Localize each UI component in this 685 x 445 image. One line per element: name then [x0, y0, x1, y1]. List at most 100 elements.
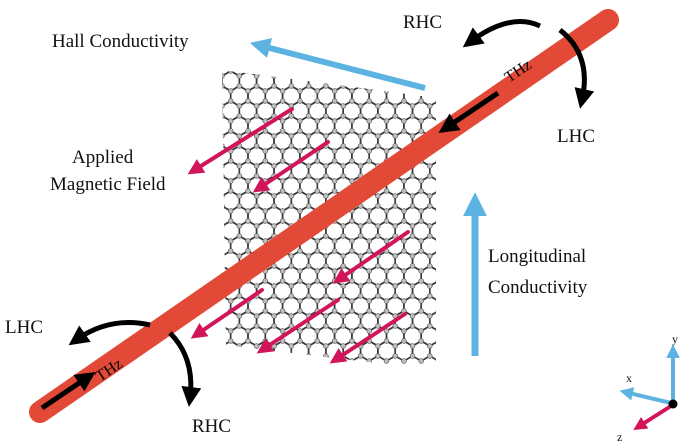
- lattice-atom: [375, 353, 381, 359]
- lattice-atom: [366, 248, 372, 254]
- lattice-atom: [222, 253, 225, 259]
- lattice-atom: [297, 278, 303, 284]
- lattice-atom: [314, 238, 320, 244]
- lattice-atom: [349, 308, 355, 314]
- lattice-atom: [375, 263, 381, 269]
- lattice-atom: [323, 323, 329, 329]
- lattice-atom: [427, 263, 433, 269]
- lattice-atom: [445, 324, 450, 329]
- lattice-atom: [384, 59, 389, 64]
- lattice-atom: [331, 70, 338, 74]
- lattice-atom: [305, 103, 312, 109]
- lattice-atom: [297, 128, 303, 134]
- lattice-atom: [340, 343, 346, 349]
- beam-body: [29, 9, 619, 423]
- lattice-atom: [445, 104, 450, 109]
- lattice-atom: [392, 103, 398, 109]
- lattice-atom: [383, 238, 390, 244]
- lattice-atom: [211, 89, 216, 94]
- lattice-atom: [392, 223, 398, 229]
- rhc-label-bottom: RHC: [192, 416, 231, 437]
- lattice-atom: [427, 343, 433, 349]
- lattice-atom: [323, 263, 329, 269]
- lattice-atom: [357, 233, 364, 239]
- lattice-atom: [383, 268, 390, 274]
- lattice-atom: [392, 323, 398, 329]
- lattice-atom: [253, 133, 260, 139]
- lattice-atom: [297, 248, 303, 254]
- lattice-atom: [228, 298, 234, 304]
- lattice-atom: [383, 338, 390, 344]
- lattice-atom: [366, 128, 372, 134]
- lattice-atom: [323, 343, 329, 349]
- lattice-atom: [435, 298, 436, 304]
- lattice-atom: [331, 188, 338, 194]
- lattice-atom: [349, 218, 355, 224]
- lattice-atom: [435, 308, 436, 314]
- lattice-atom: [445, 204, 450, 209]
- lattice-atom: [349, 98, 355, 104]
- beam-direction-arrow-bottom: [40, 371, 96, 411]
- lattice-atom: [427, 323, 433, 329]
- lattice-atom: [366, 98, 372, 104]
- lattice-atom: [435, 70, 436, 74]
- lattice-atom: [367, 59, 372, 64]
- lattice-atom: [220, 54, 225, 59]
- lattice-atom: [435, 88, 436, 94]
- lattice-atom: [427, 203, 433, 209]
- lattice-atom: [418, 248, 424, 254]
- lattice-atom: [253, 163, 260, 169]
- lattice-atom: [366, 278, 372, 284]
- lattice-hexagon: [428, 340, 436, 362]
- lattice-atom: [366, 298, 372, 304]
- lattice-atom: [392, 143, 398, 149]
- lattice-atom: [357, 163, 364, 169]
- lattice-atom: [349, 278, 355, 284]
- lattice-atom: [357, 353, 364, 359]
- lattice-atom: [253, 173, 260, 179]
- lattice-atom: [323, 353, 329, 359]
- lattice-atom: [314, 268, 320, 274]
- lattice-hexagon: [264, 70, 284, 77]
- lattice-atom: [340, 83, 346, 89]
- lattice-atom: [253, 283, 260, 289]
- lattice-atom: [279, 118, 286, 124]
- lattice-atom: [392, 83, 398, 89]
- lattice-atom: [357, 83, 364, 89]
- lattice-atom: [279, 308, 286, 314]
- lattice-atom: [262, 208, 268, 214]
- lhc-curved-arrow-top: [558, 28, 595, 109]
- lattice-atom: [222, 263, 225, 269]
- lattice-atom: [366, 268, 372, 274]
- lattice-atom: [409, 193, 416, 199]
- lattice-atom: [314, 328, 320, 334]
- lattice-atom: [228, 358, 234, 364]
- lattice-atom: [375, 143, 381, 149]
- lattice-atom: [445, 294, 450, 299]
- lattice-atom: [392, 193, 398, 199]
- lattice-atom: [222, 83, 225, 89]
- lattice-atom: [305, 203, 312, 209]
- lattice-atom: [253, 103, 260, 109]
- lattice-atom: [228, 188, 234, 194]
- applied-field-label-line1: Applied: [72, 147, 134, 168]
- lattice-atom: [340, 223, 346, 229]
- thz-beam: THz THz: [29, 9, 619, 423]
- lattice-atom: [340, 133, 346, 139]
- lattice-atom: [288, 353, 294, 359]
- lattice-atom: [418, 178, 424, 184]
- lattice-atom: [253, 313, 260, 319]
- lattice-atom: [418, 238, 424, 244]
- lattice-atom: [435, 278, 436, 284]
- lattice-atom: [340, 73, 346, 79]
- lattice-atom: [383, 328, 390, 334]
- lattice-atom: [418, 308, 424, 314]
- field-arrow: [187, 107, 294, 175]
- lattice-atom: [271, 133, 277, 139]
- lattice-atom: [288, 283, 294, 289]
- lattice-atom: [314, 70, 320, 74]
- lattice-atom: [435, 328, 436, 334]
- lattice-atom: [383, 98, 390, 104]
- lattice-atom: [253, 143, 260, 149]
